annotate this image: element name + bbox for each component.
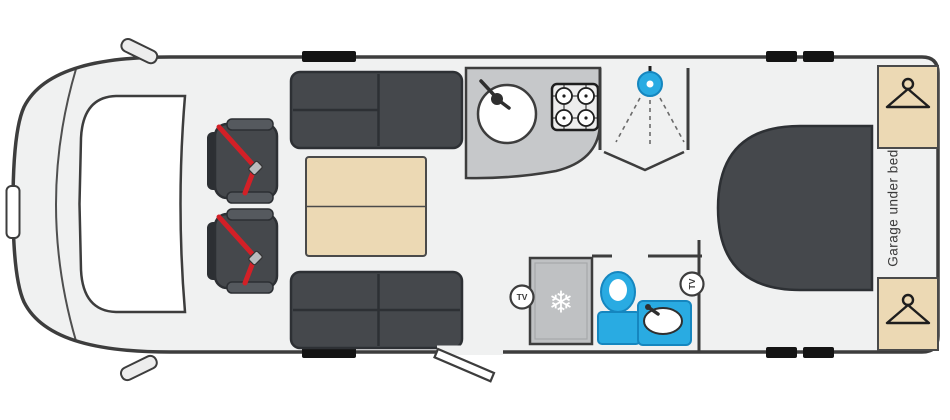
- washbasin-bowl: [643, 307, 683, 335]
- front-number-plate: [5, 185, 21, 239]
- basin-tap-icon: [645, 304, 660, 316]
- shower-head-dot: [646, 80, 654, 88]
- side-mirror-top-glass: [120, 37, 159, 65]
- shower-room: [598, 66, 690, 172]
- wheel-rear-bottom-2: [803, 347, 834, 358]
- seatbelt-strap: [216, 214, 258, 260]
- wardrobe-top: [877, 65, 939, 149]
- kitchen-sink: [476, 83, 538, 145]
- cab-seat-top: [207, 118, 279, 204]
- shower-head-icon: [637, 66, 663, 97]
- side-mirror-bottom: [119, 354, 158, 382]
- cab-seat-bottom-armrest-right: [226, 281, 274, 294]
- toilet-bowl-inner: [609, 279, 627, 301]
- basin-tap-spout: [646, 305, 660, 316]
- bonnet-contour-line: [55, 68, 77, 342]
- seatbelt-buckle: [248, 160, 263, 176]
- tv-point-rear-label: TV: [687, 278, 697, 289]
- shower-spray-line: [615, 97, 641, 143]
- seatbelt-strap: [216, 124, 258, 170]
- tap-lever: [479, 79, 496, 97]
- wheel-rear-top-1: [766, 51, 797, 62]
- shower-bifold-door: [603, 150, 685, 172]
- garage-under-bed-label: Garage under bed: [886, 149, 901, 267]
- side-mirror-top: [120, 37, 159, 65]
- snowflake-icon: ❄: [548, 286, 573, 321]
- hob-burner-center: [584, 116, 588, 120]
- tap-spout: [495, 97, 511, 110]
- toilet-base: [597, 311, 641, 345]
- hob: [550, 82, 600, 132]
- wardrobe-bottom-body: [877, 277, 939, 351]
- cab-seat-top-armrest-right: [226, 191, 274, 204]
- hob-burner-center: [562, 116, 566, 120]
- hob-burner-center: [584, 94, 588, 98]
- cab-seat-bottom-armrest-left: [226, 208, 274, 221]
- wheel-rear-bottom-1: [766, 347, 797, 358]
- rear-bed: [716, 124, 874, 292]
- tv-point-front-circle: [509, 284, 535, 310]
- hanger-icon: [885, 77, 931, 109]
- fridge: ❄: [528, 256, 594, 346]
- wheel-rear-top-2: [803, 51, 834, 62]
- shower-spray-line: [659, 97, 685, 143]
- entry-door-opening: [437, 345, 503, 355]
- cab-seat-bottom: [207, 208, 279, 294]
- hob-burner-center: [562, 94, 566, 98]
- cab-seat-top-armrest-left: [226, 118, 274, 131]
- fridge-body: [528, 256, 594, 346]
- dinette-table: [305, 156, 427, 257]
- hanger-body: [885, 303, 931, 325]
- hanger-body: [885, 87, 931, 109]
- kitchen-unit: [464, 66, 602, 180]
- side-mirror-bottom-glass: [119, 354, 158, 382]
- hanger-icon: [885, 293, 931, 325]
- entry-door-leaf: [433, 347, 496, 383]
- cab-windshield: [78, 94, 187, 314]
- tv-point-front: TV: [509, 284, 535, 310]
- seatbelt-buckle: [248, 250, 263, 266]
- tv-point-front-label: TV: [517, 292, 528, 302]
- wheel-front-top: [302, 51, 356, 62]
- tap-icon: [479, 79, 511, 110]
- fridge-door-panel: [534, 262, 588, 340]
- entry-door: [433, 345, 503, 383]
- sofa-bottom: [289, 270, 464, 350]
- washbasin-unit: [637, 300, 692, 346]
- sofa-top: [289, 70, 464, 150]
- tv-point-rear: TV: [679, 271, 705, 297]
- wardrobe-bottom: [877, 277, 939, 351]
- tv-point-rear-circle: [679, 271, 705, 297]
- wheel-front-bottom: [302, 347, 356, 358]
